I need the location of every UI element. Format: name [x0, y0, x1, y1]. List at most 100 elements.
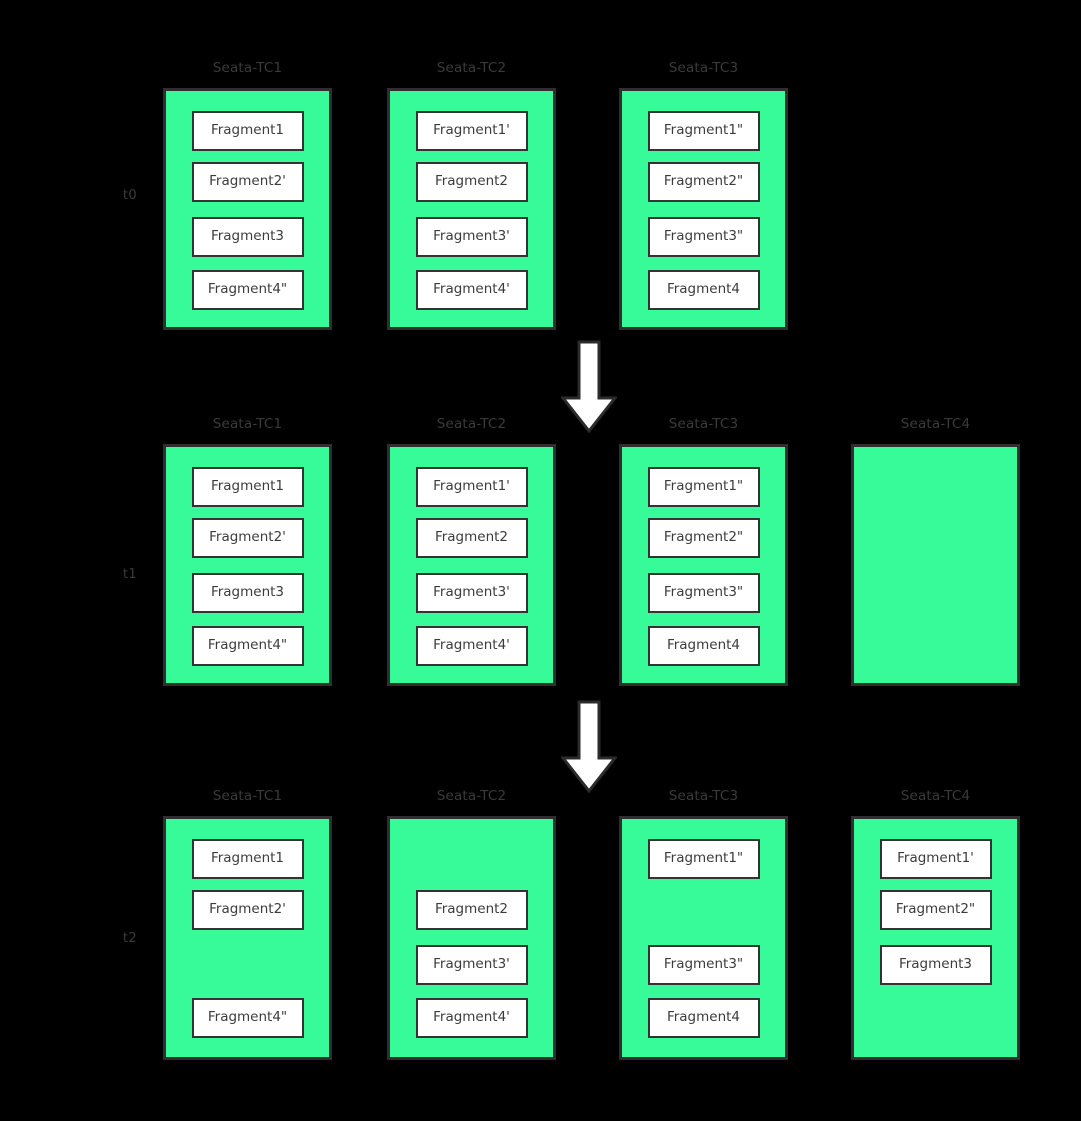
fragment-slot-1: Fragment1 — [166, 111, 329, 151]
fragment-slot-3 — [166, 945, 329, 985]
fragment-slot-2 — [854, 518, 1017, 558]
fragment-box[interactable]: Fragment3' — [415, 945, 528, 985]
fragment-box[interactable]: Fragment2" — [879, 890, 992, 930]
fragment-slot-2: Fragment2' — [166, 518, 329, 558]
fragment-box[interactable]: Fragment4' — [415, 270, 528, 310]
fragment-box[interactable]: Fragment2' — [191, 518, 304, 558]
tc-panel-tc3-t0[interactable]: Fragment1" Fragment2" Fragment3" Fragment4 — [619, 88, 788, 330]
fragment-box[interactable]: Fragment1' — [415, 111, 528, 151]
fragment-slot-3 — [854, 573, 1017, 613]
fragment-slot-1: Fragment1 — [166, 839, 329, 879]
fragment-slot-1: Fragment1" — [622, 111, 785, 151]
fragment-box[interactable]: Fragment3' — [415, 573, 528, 613]
column-header-tc4-t2: Seata-TC4 — [900, 788, 971, 804]
fragment-slot-1 — [854, 467, 1017, 507]
down-arrow-icon — [561, 700, 617, 794]
fragment-box[interactable]: Fragment3' — [415, 217, 528, 257]
fragment-box[interactable]: Fragment2 — [415, 890, 528, 930]
fragment-slot-4: Fragment4" — [166, 998, 329, 1038]
column-header-tc2-t1: Seata-TC2 — [436, 416, 507, 432]
fragment-box[interactable]: Fragment4' — [415, 998, 528, 1038]
column-header-tc3-t0: Seata-TC3 — [668, 60, 739, 76]
fragment-box[interactable]: Fragment2' — [191, 162, 304, 202]
fragment-box[interactable]: Fragment2 — [415, 518, 528, 558]
fragment-box[interactable]: Fragment1" — [647, 467, 760, 507]
fragment-box[interactable]: Fragment1 — [191, 111, 304, 151]
fragment-box[interactable]: Fragment3 — [191, 573, 304, 613]
fragment-slot-2: Fragment2" — [622, 518, 785, 558]
fragment-box[interactable]: Fragment3 — [191, 217, 304, 257]
fragment-box[interactable]: Fragment4 — [647, 270, 760, 310]
fragment-slot-4: Fragment4' — [390, 270, 553, 310]
column-header-tc2-t2: Seata-TC2 — [436, 788, 507, 804]
fragment-box[interactable]: Fragment2" — [647, 518, 760, 558]
fragment-box[interactable]: Fragment2' — [191, 890, 304, 930]
fragment-box[interactable]: Fragment1" — [647, 111, 760, 151]
fragment-slot-4: Fragment4 — [622, 998, 785, 1038]
column-header-tc1-t1: Seata-TC1 — [212, 416, 283, 432]
fragment-box[interactable]: Fragment1" — [647, 839, 760, 879]
fragment-slot-2: Fragment2' — [166, 162, 329, 202]
fragment-slot-2: Fragment2 — [390, 162, 553, 202]
fragment-box[interactable]: Fragment4" — [191, 270, 304, 310]
fragment-box[interactable]: Fragment4" — [191, 626, 304, 666]
fragment-slot-1: Fragment1' — [390, 111, 553, 151]
tc-panel-tc3-t1[interactable]: Fragment1" Fragment2" Fragment3" Fragment4 — [619, 444, 788, 686]
fragment-box[interactable]: Fragment4 — [647, 998, 760, 1038]
fragment-slot-3: Fragment3' — [390, 573, 553, 613]
column-header-tc4-t1: Seata-TC4 — [900, 416, 971, 432]
column-header-tc1-t0: Seata-TC1 — [212, 60, 283, 76]
column-header-tc2-t0: Seata-TC2 — [436, 60, 507, 76]
fragment-box[interactable]: Fragment3" — [647, 217, 760, 257]
fragment-slot-4: Fragment4" — [166, 626, 329, 666]
fragment-slot-4: Fragment4 — [622, 626, 785, 666]
fragment-box[interactable]: Fragment1 — [191, 467, 304, 507]
fragment-slot-2: Fragment2 — [390, 890, 553, 930]
fragment-slot-2 — [622, 890, 785, 930]
fragment-slot-3: Fragment3" — [622, 217, 785, 257]
fragment-box[interactable]: Fragment2 — [415, 162, 528, 202]
fragment-slot-3: Fragment3' — [390, 945, 553, 985]
fragment-slot-4: Fragment4 — [622, 270, 785, 310]
fragment-slot-3: Fragment3" — [622, 945, 785, 985]
fragment-box[interactable]: Fragment3" — [647, 573, 760, 613]
fragment-slot-3: Fragment3" — [622, 573, 785, 613]
down-arrow-icon — [561, 340, 617, 434]
fragment-box[interactable]: Fragment4 — [647, 626, 760, 666]
fragment-slot-4: Fragment4' — [390, 626, 553, 666]
tc-panel-tc4-t1[interactable] — [851, 444, 1020, 686]
fragment-slot-4: Fragment4' — [390, 998, 553, 1038]
fragment-slot-1 — [390, 839, 553, 879]
fragment-slot-2: Fragment2 — [390, 518, 553, 558]
tc-panel-tc3-t2[interactable]: Fragment1" Fragment3" Fragment4 — [619, 816, 788, 1060]
time-label-t2: t2 — [122, 931, 138, 946]
fragment-box[interactable]: Fragment1 — [191, 839, 304, 879]
column-header-tc3-t2: Seata-TC3 — [668, 788, 739, 804]
column-header-tc3-t1: Seata-TC3 — [668, 416, 739, 432]
fragment-box[interactable]: Fragment1' — [415, 467, 528, 507]
fragment-slot-4 — [854, 626, 1017, 666]
fragment-slot-1: Fragment1' — [390, 467, 553, 507]
fragment-box[interactable]: Fragment4" — [191, 998, 304, 1038]
fragment-box[interactable]: Fragment1' — [879, 839, 992, 879]
fragment-box[interactable]: Fragment3" — [647, 945, 760, 985]
fragment-slot-3: Fragment3 — [166, 217, 329, 257]
fragment-slot-2: Fragment2" — [622, 162, 785, 202]
fragment-slot-1: Fragment1' — [854, 839, 1017, 879]
fragment-box[interactable]: Fragment3 — [879, 945, 992, 985]
tc-panel-tc4-t2[interactable]: Fragment1' Fragment2" Fragment3 — [851, 816, 1020, 1060]
fragment-box[interactable]: Fragment2" — [647, 162, 760, 202]
fragment-slot-3: Fragment3 — [854, 945, 1017, 985]
fragment-slot-3: Fragment3 — [166, 573, 329, 613]
fragment-slot-1: Fragment1 — [166, 467, 329, 507]
fragment-box[interactable]: Fragment4' — [415, 626, 528, 666]
fragment-slot-2: Fragment2" — [854, 890, 1017, 930]
fragment-slot-1: Fragment1" — [622, 839, 785, 879]
